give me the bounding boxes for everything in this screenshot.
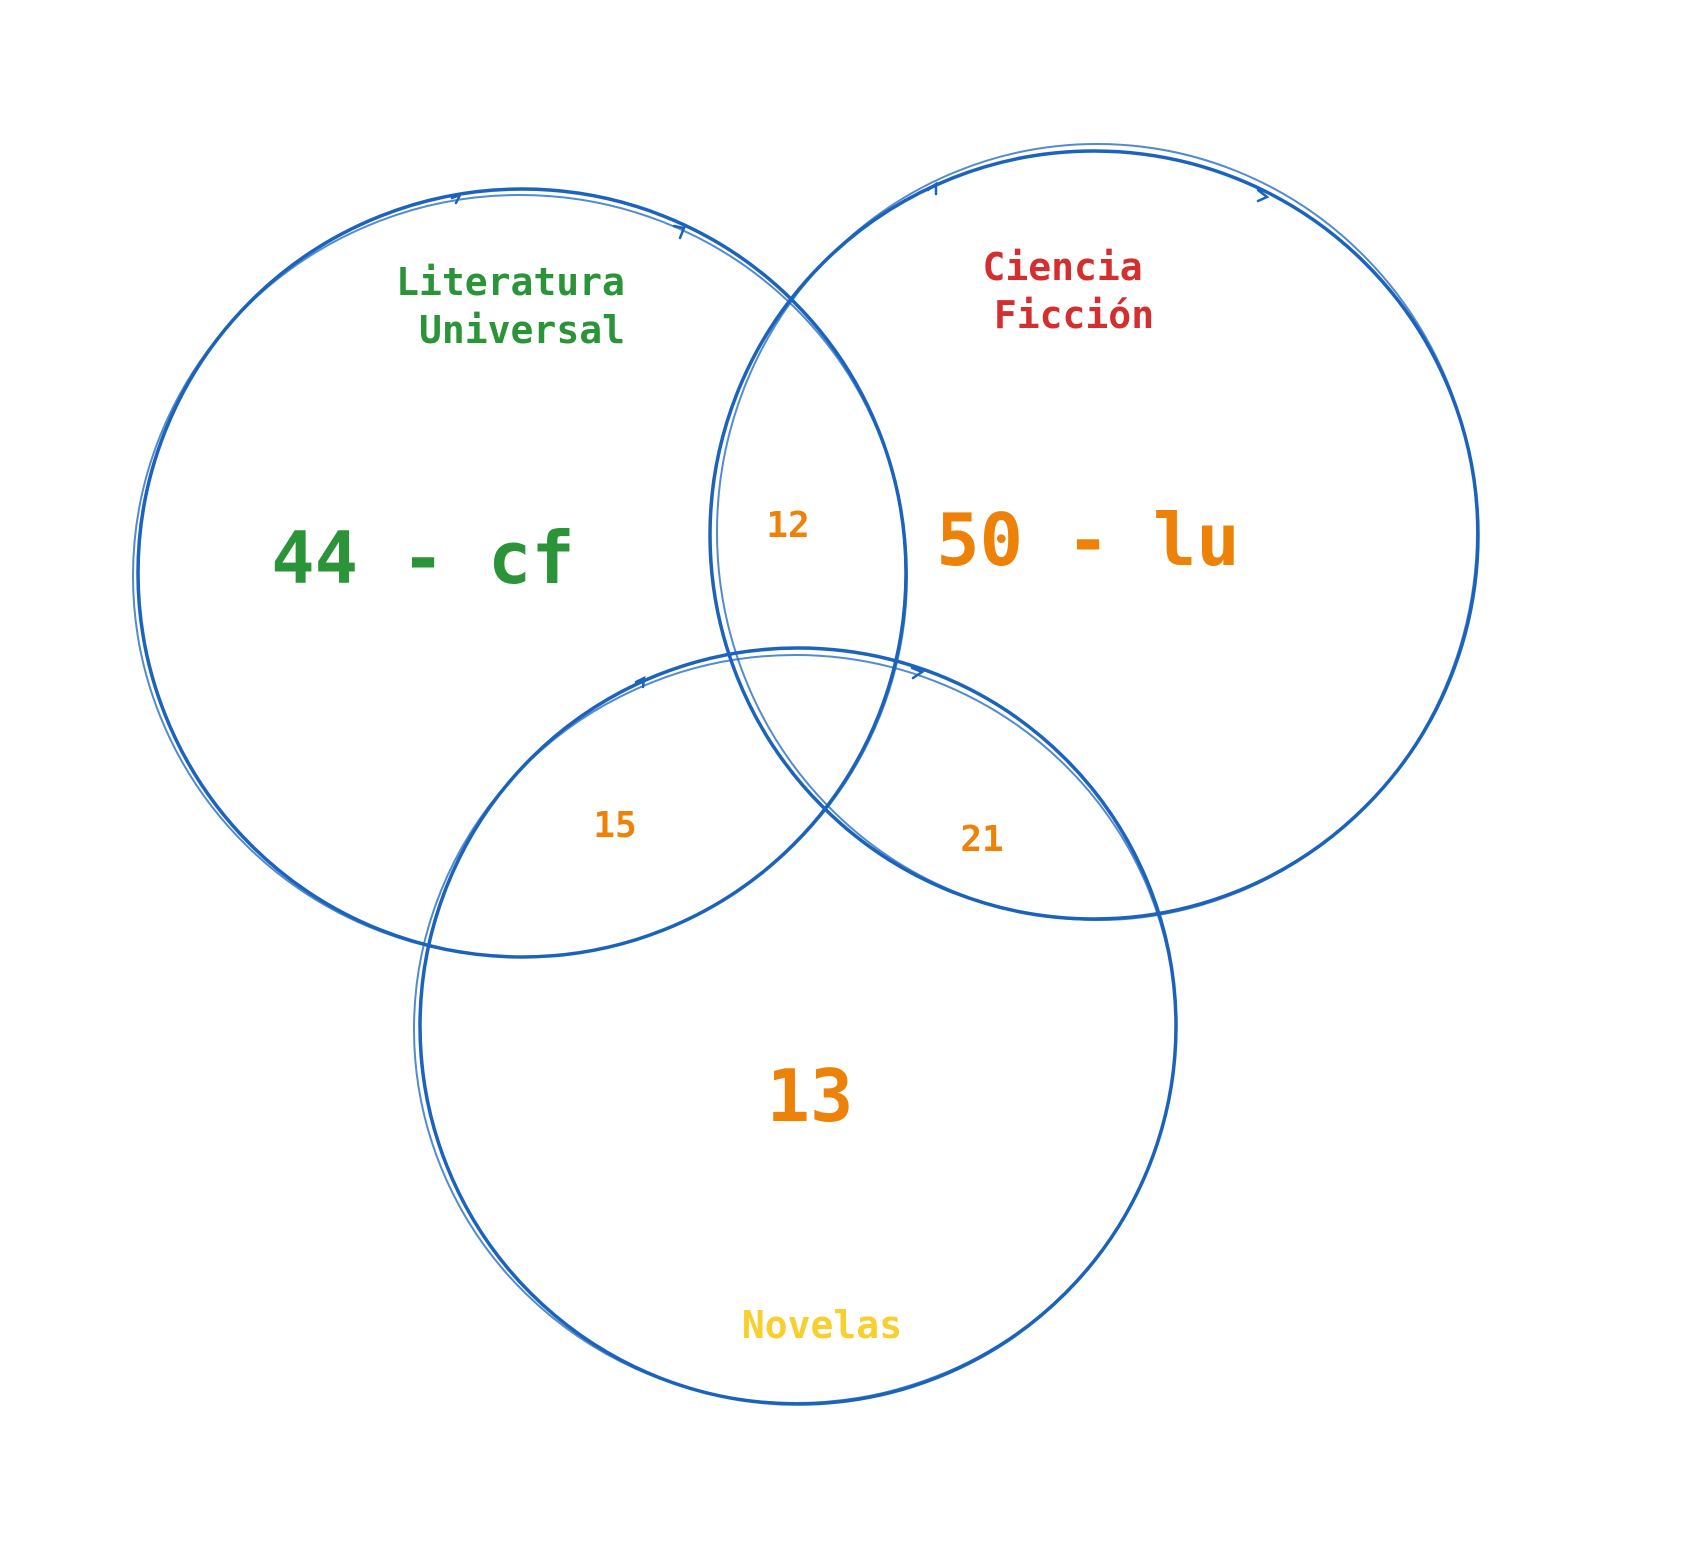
- region-literatura-novelas: 15: [593, 805, 636, 846]
- region-ciencia-ficcion-only: 50 - lu: [936, 498, 1239, 582]
- set-circle-novelas: [413, 646, 1178, 1406]
- region-literatura-ciencia-ficcion: 12: [766, 505, 809, 546]
- set-label-novelas: Novelas: [742, 1303, 902, 1347]
- set-label-literatura: Literatura Universal: [396, 260, 648, 352]
- set-circle-ciencia-ficcion: [708, 143, 1480, 921]
- set-label-literatura-line-1: Literatura: [396, 260, 625, 304]
- region-literatura-only: 44 - cf: [271, 516, 574, 600]
- set-label-literatura-line-2: Universal: [419, 308, 625, 352]
- region-novelas-only: 13: [767, 1054, 854, 1138]
- region-ciencia-ficcion-novelas: 21: [960, 819, 1003, 860]
- set-label-ciencia-ficcion-line-1: Ciencia: [982, 245, 1142, 289]
- set-label-ciencia-ficcion-line-2: Ficción: [994, 293, 1154, 337]
- set-label-ciencia-ficcion: Ciencia Ficción: [982, 245, 1165, 337]
- set-circle-literatura: [132, 187, 908, 959]
